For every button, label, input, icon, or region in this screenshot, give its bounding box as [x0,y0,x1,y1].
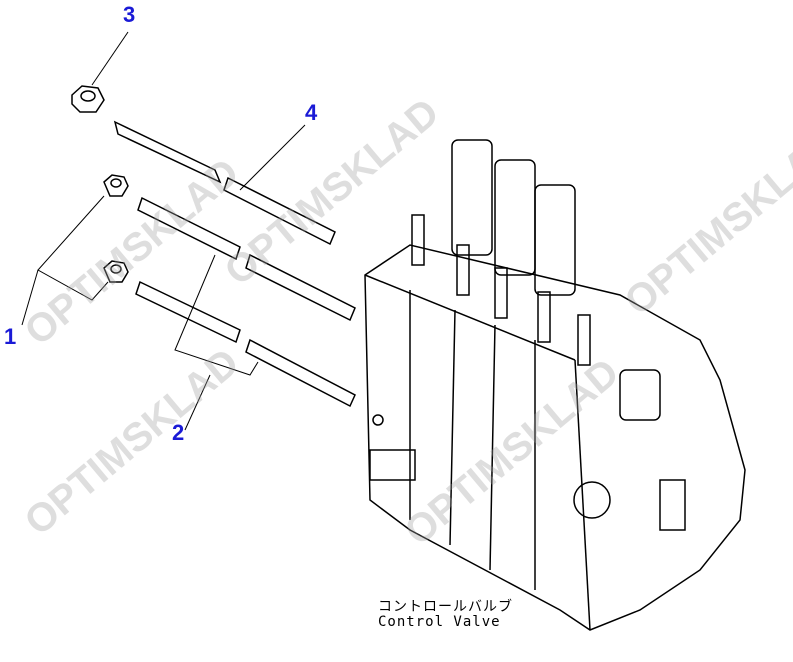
lever-pins [411,214,591,366]
callout-2: 2 [172,420,185,445]
nut-3 [71,85,105,113]
caption-english: Control Valve [378,614,501,630]
nut-1-upper [103,174,129,197]
nut-1-lower [103,260,129,283]
caption-japanese: コントロールバルブ [378,599,513,615]
stud-4 [113,120,336,246]
stud-2-lower [135,280,356,408]
valve-body [364,244,746,631]
callout-3: 3 [123,2,136,27]
spool-caps [451,139,661,421]
leader-lines [21,31,306,431]
stud-2-upper [137,196,356,322]
callout-1: 1 [4,324,17,349]
callout-4: 4 [305,100,318,125]
